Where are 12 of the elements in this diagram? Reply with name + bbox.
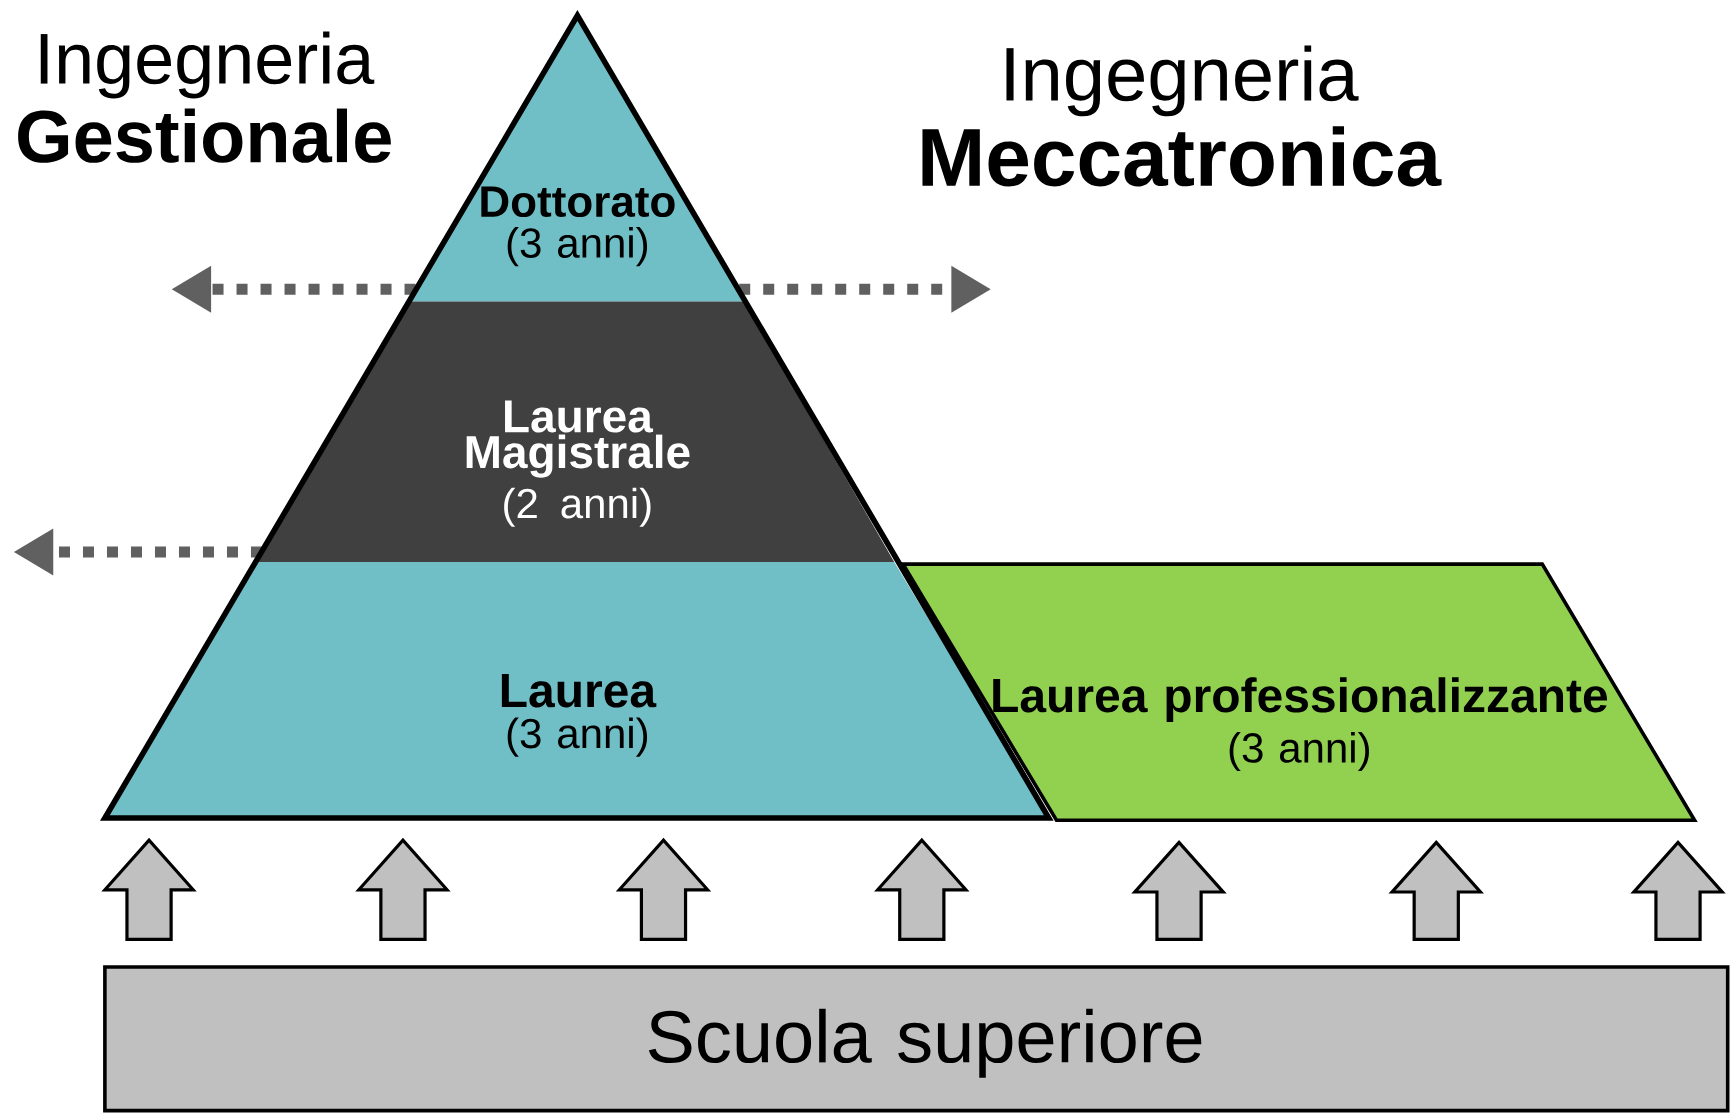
block-arrow [1131,839,1227,942]
block-arrow [101,837,197,942]
pyramid-band: Laurea Magistrale (2 anni) [258,301,895,562]
base-box: Scuola superiore [103,965,1730,1113]
heading-text: Ingegneria Meccatronica [922,45,1442,187]
block-arrow [1388,839,1484,942]
block-arrow [1630,839,1726,942]
block-arrow [615,837,712,942]
block-arrow [874,837,970,942]
heading-text: Ingegneria Gestionale [18,31,391,163]
pyramid-band: Dottorato (3 anni) [410,15,745,302]
block-arrow [355,837,451,942]
